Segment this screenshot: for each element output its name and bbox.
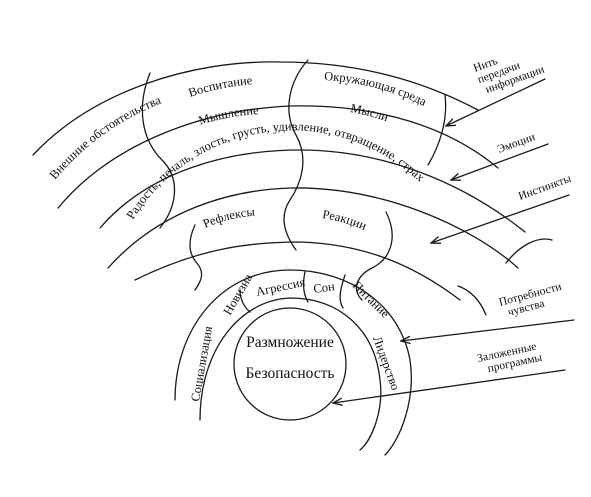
- label-upbringing: Воспитание: [187, 73, 254, 100]
- dividers: [141, 59, 447, 301]
- label-socialization: Социализация: [188, 325, 215, 403]
- outer-arc-1: [32, 61, 479, 156]
- inner-divider-2: [302, 271, 309, 303]
- outer-arc-4: [107, 187, 519, 269]
- callout-thread: Нить передачи информации: [472, 55, 546, 96]
- core-labels: Размножение Безопасность: [246, 334, 335, 382]
- arrow-needs: [401, 319, 575, 341]
- inner-divider-1: [239, 289, 251, 313]
- divider-right-mid: [355, 211, 393, 301]
- label-sleep: Сон: [312, 279, 335, 296]
- outer-arc-2: [57, 105, 499, 209]
- arrow-emotions: [451, 143, 549, 180]
- divider-left-top: [141, 72, 176, 229]
- outer-arc-3: [99, 149, 526, 233]
- divider-right-top: [427, 94, 447, 166]
- arrow-instincts: [431, 194, 570, 243]
- divider-left-mid: [189, 224, 203, 291]
- inner-ring: [174, 269, 412, 456]
- label-outer-env: Внешние обстоятельства: [47, 93, 164, 182]
- label-environment: Окружающая среда: [324, 69, 429, 109]
- label-safety: Безопасность: [246, 365, 335, 382]
- label-reproduction: Размножение: [246, 334, 334, 351]
- inner-divider-3: [339, 274, 346, 309]
- callout-instincts: Инстинкты: [517, 173, 573, 203]
- callout-arrows: [333, 78, 575, 403]
- label-thoughts: Мысли: [349, 101, 390, 124]
- callout-programs: Заложенные программы: [476, 341, 543, 375]
- core-circle: [233, 307, 347, 421]
- outer-arc-5: [505, 238, 553, 264]
- label-emotions-list: Радость, печаль, злость, грусть, удивлен…: [124, 119, 428, 221]
- divider-center-top: [283, 59, 309, 251]
- label-leadership: Лидерство: [370, 334, 402, 392]
- label-reactions: Реакции: [322, 207, 369, 233]
- arrow-programs: [333, 369, 566, 403]
- callout-needs: Потребности чувства: [498, 281, 563, 319]
- arrow-thread: [446, 78, 546, 126]
- arc-labels: Внешние обстоятельства Воспитание Окружа…: [47, 69, 430, 233]
- callout-emotions: Эмоции: [496, 131, 537, 156]
- inner-arc-outer: [174, 269, 412, 456]
- outer-arc-7: [457, 285, 487, 316]
- inner-arc-middle: [199, 297, 382, 451]
- label-reflexes: Рефлексы: [201, 204, 256, 230]
- outer-arc-6: [134, 241, 461, 301]
- label-aggression: Агрессия: [255, 275, 307, 299]
- label-nutrition: Питание: [350, 278, 393, 321]
